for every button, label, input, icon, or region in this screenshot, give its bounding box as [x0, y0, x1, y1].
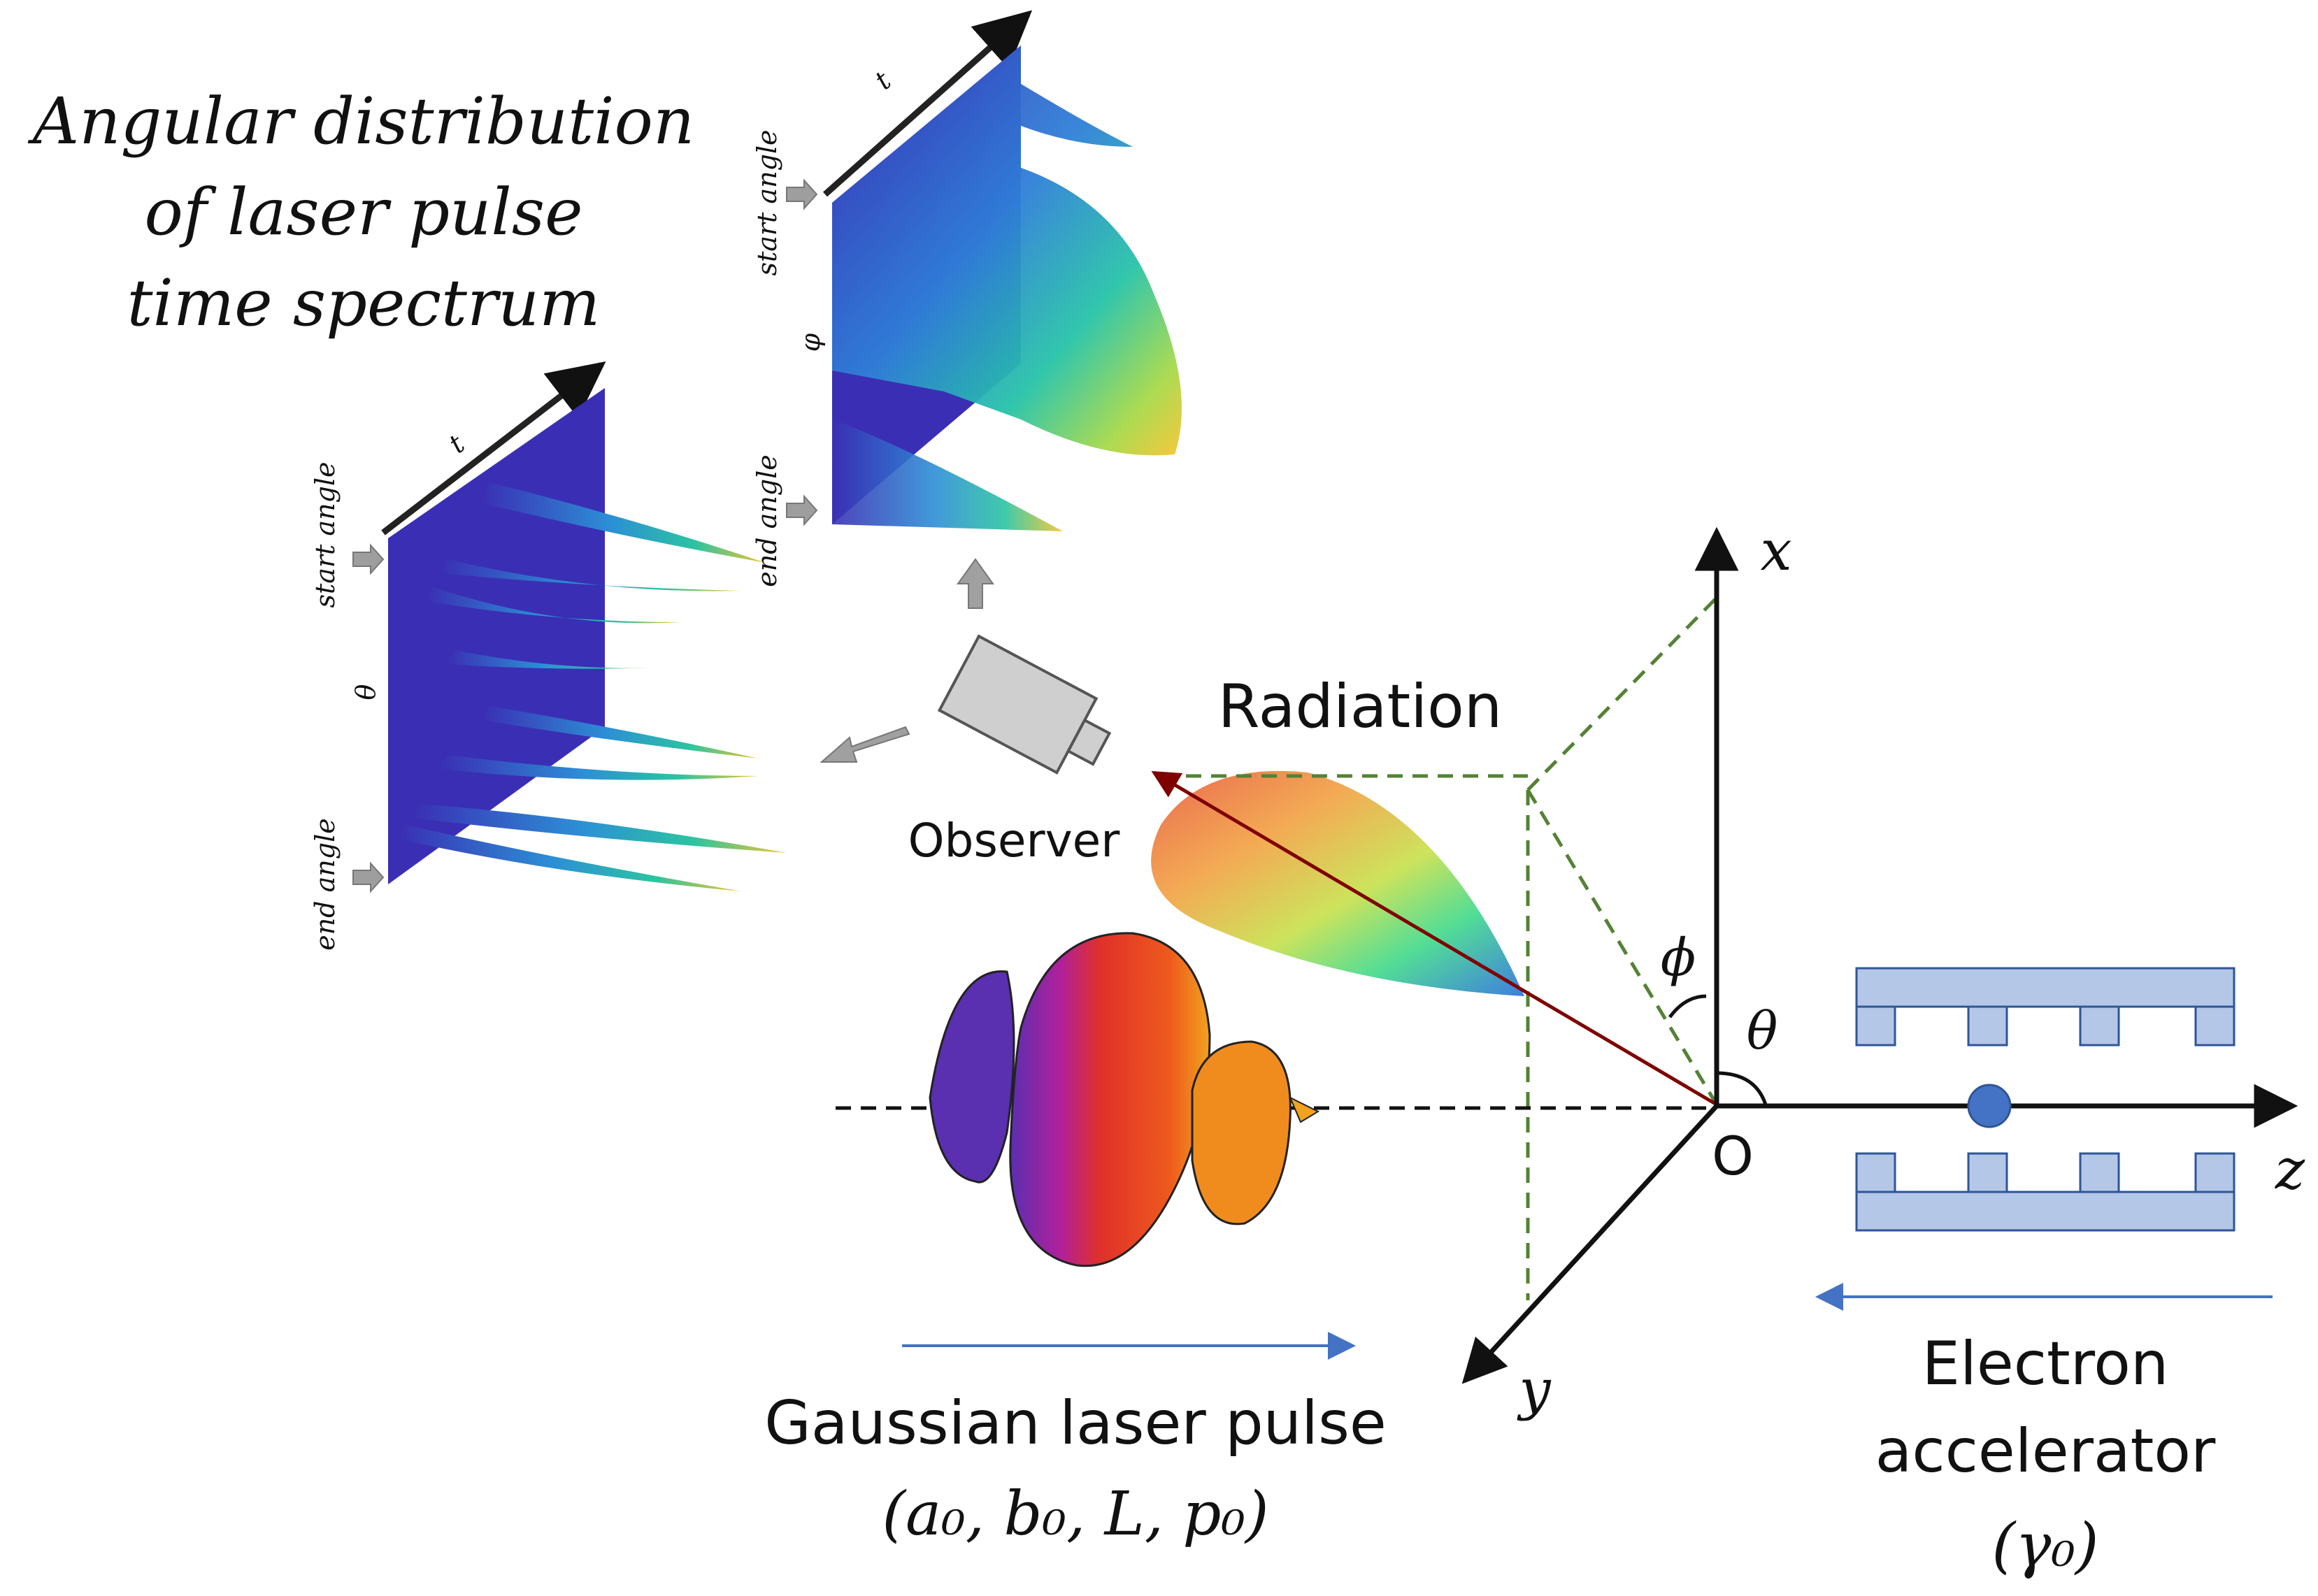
theta-label: θ: [1747, 1001, 1778, 1061]
phi-arc: [1668, 994, 1707, 1019]
helix-lobe: [1009, 932, 1211, 1267]
view-arrow-left: [820, 726, 910, 763]
end-angle-label: end angle: [310, 818, 341, 950]
x-axis-label: x: [1760, 518, 1791, 583]
angle-axis-label: φ: [795, 333, 826, 352]
camera-icon: [937, 634, 1112, 775]
electron-accelerator-group: Electron accelerator (γ₀): [1815, 967, 2273, 1581]
z-axis-label: z: [2275, 1137, 2305, 1202]
time-axis-label: t: [443, 429, 471, 460]
spectrum-surface: [832, 45, 1182, 456]
end-marker-arrow: [786, 494, 818, 526]
angle-axis-label: θ: [350, 684, 381, 700]
start-angle-label: start angle: [752, 129, 782, 275]
start-angle-label: start angle: [310, 461, 341, 608]
laser-label: Gaussian laser pulse: [764, 1388, 1387, 1458]
time-axis-label: t: [869, 65, 898, 96]
radiation-label: Radiation: [1218, 672, 1502, 742]
y-axis-label: y: [1517, 1357, 1552, 1422]
laser-params: (a₀, b₀, L, p₀): [882, 1479, 1268, 1549]
end-marker-arrow: [352, 861, 385, 893]
view-arrow-up: [957, 558, 994, 609]
time-axis-arrow: [381, 361, 606, 535]
spectrum-spike: [441, 755, 759, 780]
spectrum-spike: [427, 587, 682, 624]
spectrum-spike: [399, 825, 741, 891]
phi-spectrum-panel: t start angle end angle φ: [752, 10, 1182, 587]
undulator-top: [1855, 967, 2235, 1047]
title-line-2: of laser pulse: [144, 175, 582, 250]
spectrum-spike: [832, 419, 1063, 531]
undulator-bottom: [1855, 1152, 2235, 1232]
end-angle-label: end angle: [752, 454, 782, 587]
accelerator-param: (γ₀): [1992, 1511, 2099, 1581]
time-axis-arrow: [823, 10, 1033, 197]
spectrum-spike: [413, 804, 787, 853]
radiation-group: Radiation: [1151, 672, 1524, 996]
theta-spectrum-panel: t start angle end angle θ: [310, 361, 787, 951]
projection-line: [1526, 789, 1719, 1106]
observer-group: Observer: [820, 558, 1121, 868]
electron-dot: [1967, 1084, 2012, 1128]
phi-label: ϕ: [1661, 928, 1696, 988]
start-marker-arrow: [352, 543, 385, 575]
theta-arc: [1716, 1071, 1768, 1105]
title-line-3: time spectrum: [127, 266, 601, 340]
origin-label: O: [1712, 1125, 1754, 1187]
helix-lobe: [1191, 1040, 1292, 1225]
spectrum-spike: [448, 650, 657, 669]
spectrum-spike: [482, 482, 766, 563]
figure-title: Angular distribution of laser pulse time…: [27, 84, 694, 340]
radiation-direction-vector: [1151, 770, 1718, 1107]
title-line-1: Angular distribution: [27, 84, 694, 159]
projection-line: [1526, 596, 1718, 791]
start-marker-arrow: [786, 178, 818, 210]
accelerator-label-line-2: accelerator: [1875, 1416, 2216, 1486]
y-axis: [1461, 1104, 1719, 1384]
observer-label: Observer: [908, 814, 1121, 868]
spectrum-spike: [482, 706, 759, 759]
laser-pulse-group: Gaussian laser pulse (a₀, b₀, L, p₀): [764, 932, 1387, 1549]
helix-lobe: [929, 970, 1015, 1184]
accelerator-label-line-1: Electron: [1922, 1329, 2169, 1399]
helix-tip: [1289, 1095, 1320, 1123]
spectrum-spike: [441, 559, 741, 591]
